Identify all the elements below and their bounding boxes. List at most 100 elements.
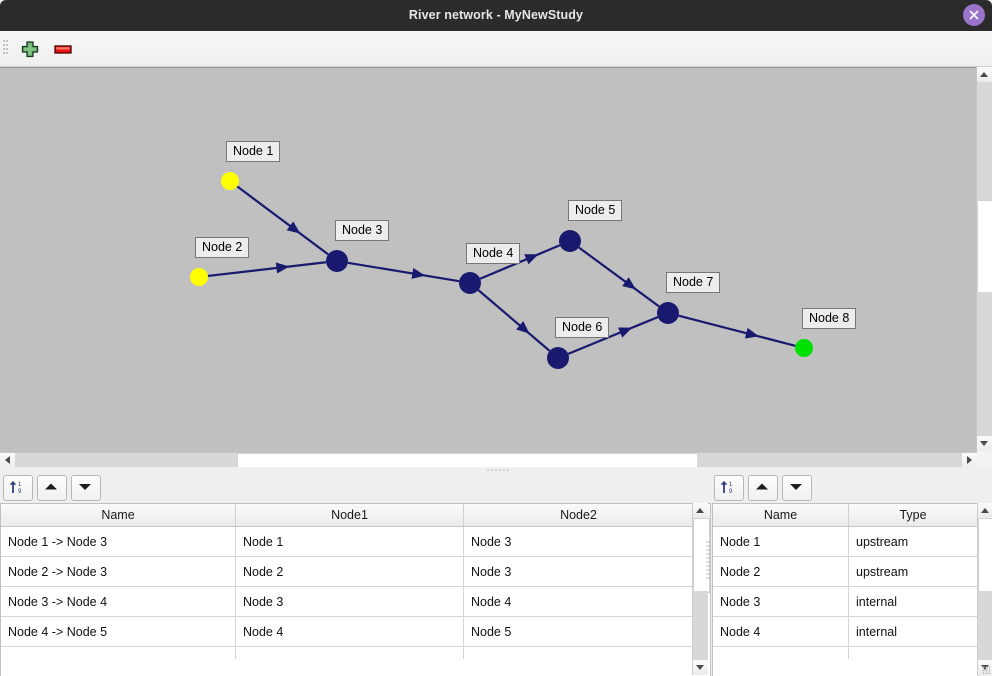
canvas-vscroll-thumb[interactable] (977, 200, 992, 294)
graph-node-label[interactable]: Node 1 (226, 141, 281, 162)
table-cell[interactable]: Node 1 -> Node 3 (1, 527, 236, 557)
node-scroll-up-button[interactable] (978, 503, 992, 518)
branch-scroll-down-button[interactable] (693, 660, 708, 675)
graph-node-label[interactable]: Node 2 (195, 237, 250, 258)
graph-edge[interactable] (236, 185, 329, 256)
table-cell[interactable]: Node 3 (236, 587, 464, 617)
graph-node[interactable] (559, 230, 581, 252)
graph-node[interactable] (326, 250, 348, 272)
table-cell[interactable]: internal (849, 617, 977, 647)
graph-node[interactable] (795, 339, 813, 357)
canvas-vertical-scrollbar[interactable] (976, 67, 992, 452)
table-cell[interactable]: Node 1 (236, 527, 464, 557)
river-network-canvas[interactable]: Node 1 Node 2 Node 3 Node 4 Node 5 Node 6 Node… (0, 67, 992, 453)
graph-edge[interactable] (347, 261, 460, 283)
toolbar-grip[interactable] (3, 38, 8, 60)
hscroll-track-left[interactable] (15, 453, 237, 468)
table-cell[interactable]: Node 4 -> Node 5 (1, 617, 236, 647)
table-cell[interactable]: Node 3 (464, 527, 693, 557)
table-cell[interactable]: Node 3 (713, 587, 849, 617)
scroll-down-button[interactable] (977, 436, 992, 451)
branch-move-up-button[interactable] (37, 475, 67, 501)
graph-node[interactable] (657, 302, 679, 324)
table-cell[interactable]: Node 4 (713, 617, 849, 647)
canvas-horizontal-scrollbar[interactable] (0, 452, 977, 470)
node-sort-button[interactable]: 1 9 (714, 475, 744, 501)
table-cell[interactable] (236, 647, 464, 659)
graph-edge[interactable] (578, 246, 660, 308)
scroll-left-button[interactable] (0, 453, 15, 468)
table-cell[interactable] (713, 647, 849, 659)
table-cell[interactable]: Node 3 -> Node 4 (1, 587, 236, 617)
graph-edge[interactable] (477, 289, 551, 352)
table-cell[interactable]: Node 4 (464, 587, 693, 617)
node-scroll-track[interactable] (978, 591, 992, 660)
horizontal-splitter[interactable] (0, 467, 992, 473)
column-header[interactable]: Name (1, 504, 236, 526)
table-row[interactable] (713, 647, 978, 659)
graph-node-label[interactable]: Node 8 (802, 308, 857, 329)
scroll-track-lower[interactable] (977, 292, 992, 436)
graph-node[interactable] (459, 272, 481, 294)
branch-move-down-button[interactable] (71, 475, 101, 501)
branch-scroll-track[interactable] (693, 591, 708, 660)
hscroll-track-right[interactable] (697, 453, 962, 468)
branch-sort-button[interactable]: 1 9 (3, 475, 33, 501)
table-cell[interactable]: internal (849, 587, 977, 617)
graph-node-label[interactable]: Node 6 (555, 317, 610, 338)
node-move-up-button[interactable] (748, 475, 778, 501)
graph-node-label[interactable]: Node 3 (335, 220, 390, 241)
node-vscroll-thumb[interactable] (978, 518, 992, 593)
add-node-icon[interactable] (19, 39, 41, 59)
graph-node[interactable] (547, 347, 569, 369)
graph-node-label[interactable]: Node 4 (466, 243, 521, 264)
graph-node[interactable] (221, 172, 239, 190)
close-icon[interactable] (963, 4, 985, 26)
branch-table-scrollbar[interactable] (692, 503, 710, 675)
column-header[interactable]: Node1 (236, 504, 464, 526)
graph-edge[interactable] (567, 316, 659, 355)
graph-node-label[interactable]: Node 5 (568, 200, 623, 221)
graph-node-label[interactable]: Node 7 (666, 272, 721, 293)
table-cell[interactable] (849, 647, 977, 659)
graph-node[interactable] (190, 268, 208, 286)
scroll-track-upper[interactable] (977, 82, 992, 200)
table-cell[interactable]: upstream (849, 557, 977, 587)
graph-edge[interactable] (207, 261, 327, 278)
column-header[interactable]: Name (713, 504, 849, 526)
column-header[interactable]: Node2 (560, 508, 597, 522)
resize-grip[interactable] (982, 666, 990, 674)
table-cell[interactable] (464, 647, 693, 659)
table-cell[interactable]: upstream (849, 527, 977, 557)
column-header[interactable]: Type (899, 508, 927, 522)
node-move-down-button[interactable] (782, 475, 812, 501)
table-cell[interactable]: Node 5 (464, 617, 693, 647)
node-table-scrollbar[interactable] (977, 503, 992, 675)
table-row[interactable] (1, 647, 710, 659)
table-cell[interactable]: Node 1 (713, 527, 849, 557)
table-cell[interactable]: Node 2 -> Node 3 (1, 557, 236, 587)
remove-node-icon[interactable] (52, 39, 74, 59)
branch-scroll-up-button[interactable] (693, 503, 708, 518)
table-cell[interactable]: Node 2 (236, 557, 464, 587)
vertical-splitter[interactable] (706, 540, 711, 580)
table-cell[interactable]: Node 2 (713, 557, 849, 587)
graph-edge[interactable] (678, 314, 796, 347)
table-cell[interactable] (1, 647, 236, 659)
table-cell[interactable]: Node 3 (464, 557, 693, 587)
table-cell[interactable]: Node 4 (236, 617, 464, 647)
scroll-right-button[interactable] (962, 453, 977, 468)
scroll-up-button[interactable] (977, 67, 992, 82)
